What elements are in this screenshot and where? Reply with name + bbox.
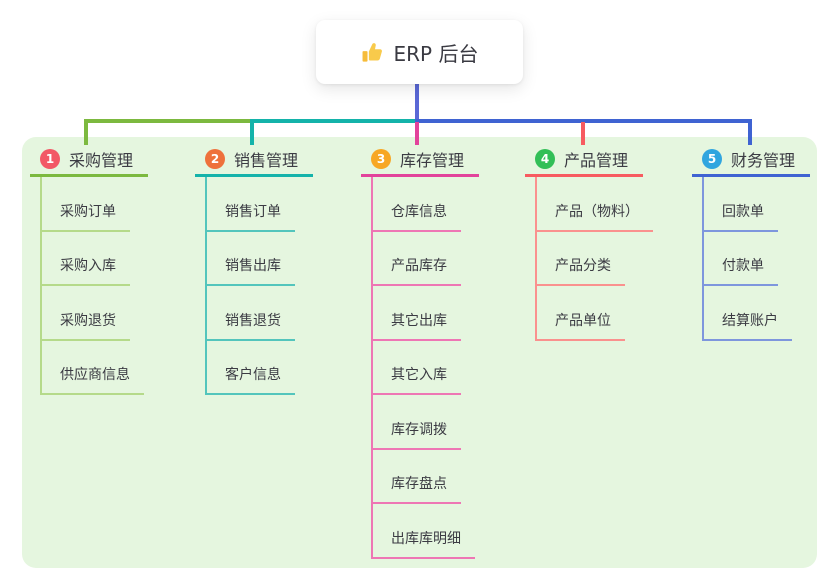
branch-label: 采购管理: [69, 150, 134, 170]
branch-children: 产品（物料） 产品分类 产品单位: [535, 177, 653, 341]
connector-bus-blue: [415, 119, 752, 123]
branch-number-badge: 5: [702, 148, 722, 169]
child-node[interactable]: 库存盘点: [373, 450, 461, 504]
child-node[interactable]: 产品（物料）: [537, 177, 653, 232]
branch-children: 回款单 付款单 结算账户: [702, 177, 792, 341]
branch-number-badge: 2: [205, 148, 225, 169]
child-node[interactable]: 出库库明细: [373, 504, 475, 559]
branch-header[interactable]: 5 财务管理: [692, 143, 810, 177]
connector-drop-branch-2: [250, 119, 254, 145]
branch-children: 采购订单 采购入库 采购退货 供应商信息: [40, 177, 144, 395]
branch-children: 销售订单 销售出库 销售退货 客户信息: [205, 177, 295, 395]
connector-bus-teal: [250, 119, 419, 123]
child-label: 客户信息: [225, 367, 281, 383]
branch-column-1: 1 采购管理 采购订单 采购入库 采购退货 供应商信息: [30, 143, 148, 395]
branch-column-3: 3 库存管理 仓库信息 产品库存 其它出库 其它入库 库存调拨 库存盘点 出库库…: [361, 143, 479, 559]
connector-drop-branch-3: [415, 122, 419, 145]
child-label: 付款单: [722, 258, 764, 274]
child-node[interactable]: 其它入库: [373, 341, 461, 395]
root-node[interactable]: ERP 后台: [316, 20, 523, 84]
branch-number-badge: 1: [40, 148, 60, 169]
child-node[interactable]: 回款单: [704, 177, 778, 232]
child-node[interactable]: 采购入库: [42, 232, 130, 286]
connector-drop-branch-4: [581, 122, 585, 145]
child-node[interactable]: 供应商信息: [42, 341, 144, 395]
child-node[interactable]: 产品单位: [537, 286, 625, 341]
child-node[interactable]: 采购订单: [42, 177, 130, 232]
connector-drop-branch-1: [84, 119, 88, 145]
child-label: 其它入库: [391, 367, 447, 383]
child-label: 结算账户: [722, 312, 778, 329]
child-node[interactable]: 客户信息: [207, 341, 295, 395]
child-node[interactable]: 产品库存: [373, 232, 461, 286]
child-label: 产品（物料）: [555, 203, 639, 220]
child-label: 产品库存: [391, 258, 447, 274]
child-label: 销售出库: [225, 258, 281, 274]
child-label: 产品分类: [555, 258, 611, 274]
branch-label: 产品管理: [564, 150, 629, 170]
branch-number-badge: 3: [371, 148, 391, 169]
branch-column-4: 4 产品管理 产品（物料） 产品分类 产品单位: [525, 143, 653, 341]
child-label: 销售退货: [225, 312, 281, 329]
branch-label: 财务管理: [731, 150, 796, 170]
connector-drop-branch-5: [748, 119, 752, 145]
child-label: 采购订单: [60, 203, 116, 220]
branch-label: 销售管理: [234, 150, 299, 170]
child-node[interactable]: 仓库信息: [373, 177, 461, 232]
branches-panel: [22, 137, 817, 568]
branch-header[interactable]: 4 产品管理: [525, 143, 643, 177]
branch-children: 仓库信息 产品库存 其它出库 其它入库 库存调拨 库存盘点 出库库明细: [371, 177, 475, 559]
child-label: 采购入库: [60, 258, 116, 274]
child-node[interactable]: 结算账户: [704, 286, 792, 341]
root-title: ERP 后台: [393, 41, 479, 66]
root-connector-line: [415, 84, 419, 121]
branch-header[interactable]: 2 销售管理: [195, 143, 313, 177]
child-label: 仓库信息: [391, 203, 447, 220]
connector-bus-green: [84, 119, 254, 123]
child-node[interactable]: 销售出库: [207, 232, 295, 286]
branch-column-5: 5 财务管理 回款单 付款单 结算账户: [692, 143, 810, 341]
branch-column-2: 2 销售管理 销售订单 销售出库 销售退货 客户信息: [195, 143, 313, 395]
child-node[interactable]: 采购退货: [42, 286, 130, 341]
branch-header[interactable]: 3 库存管理: [361, 143, 479, 177]
child-label: 销售订单: [225, 203, 281, 220]
child-label: 供应商信息: [60, 367, 130, 383]
child-node[interactable]: 销售订单: [207, 177, 295, 232]
child-label: 出库库明细: [391, 530, 461, 547]
child-label: 其它出库: [391, 312, 447, 329]
child-label: 回款单: [722, 203, 764, 220]
branch-number-badge: 4: [535, 148, 555, 169]
child-label: 库存盘点: [391, 476, 447, 492]
child-label: 产品单位: [555, 312, 611, 329]
child-node[interactable]: 销售退货: [207, 286, 295, 341]
child-node[interactable]: 其它出库: [373, 286, 461, 341]
child-label: 库存调拨: [391, 421, 447, 438]
branch-label: 库存管理: [400, 150, 465, 170]
child-node[interactable]: 库存调拨: [373, 395, 461, 450]
child-node[interactable]: 付款单: [704, 232, 778, 286]
thumbs-up-icon: [362, 42, 382, 62]
child-node[interactable]: 产品分类: [537, 232, 625, 286]
branch-header[interactable]: 1 采购管理: [30, 143, 148, 177]
child-label: 采购退货: [60, 312, 116, 329]
